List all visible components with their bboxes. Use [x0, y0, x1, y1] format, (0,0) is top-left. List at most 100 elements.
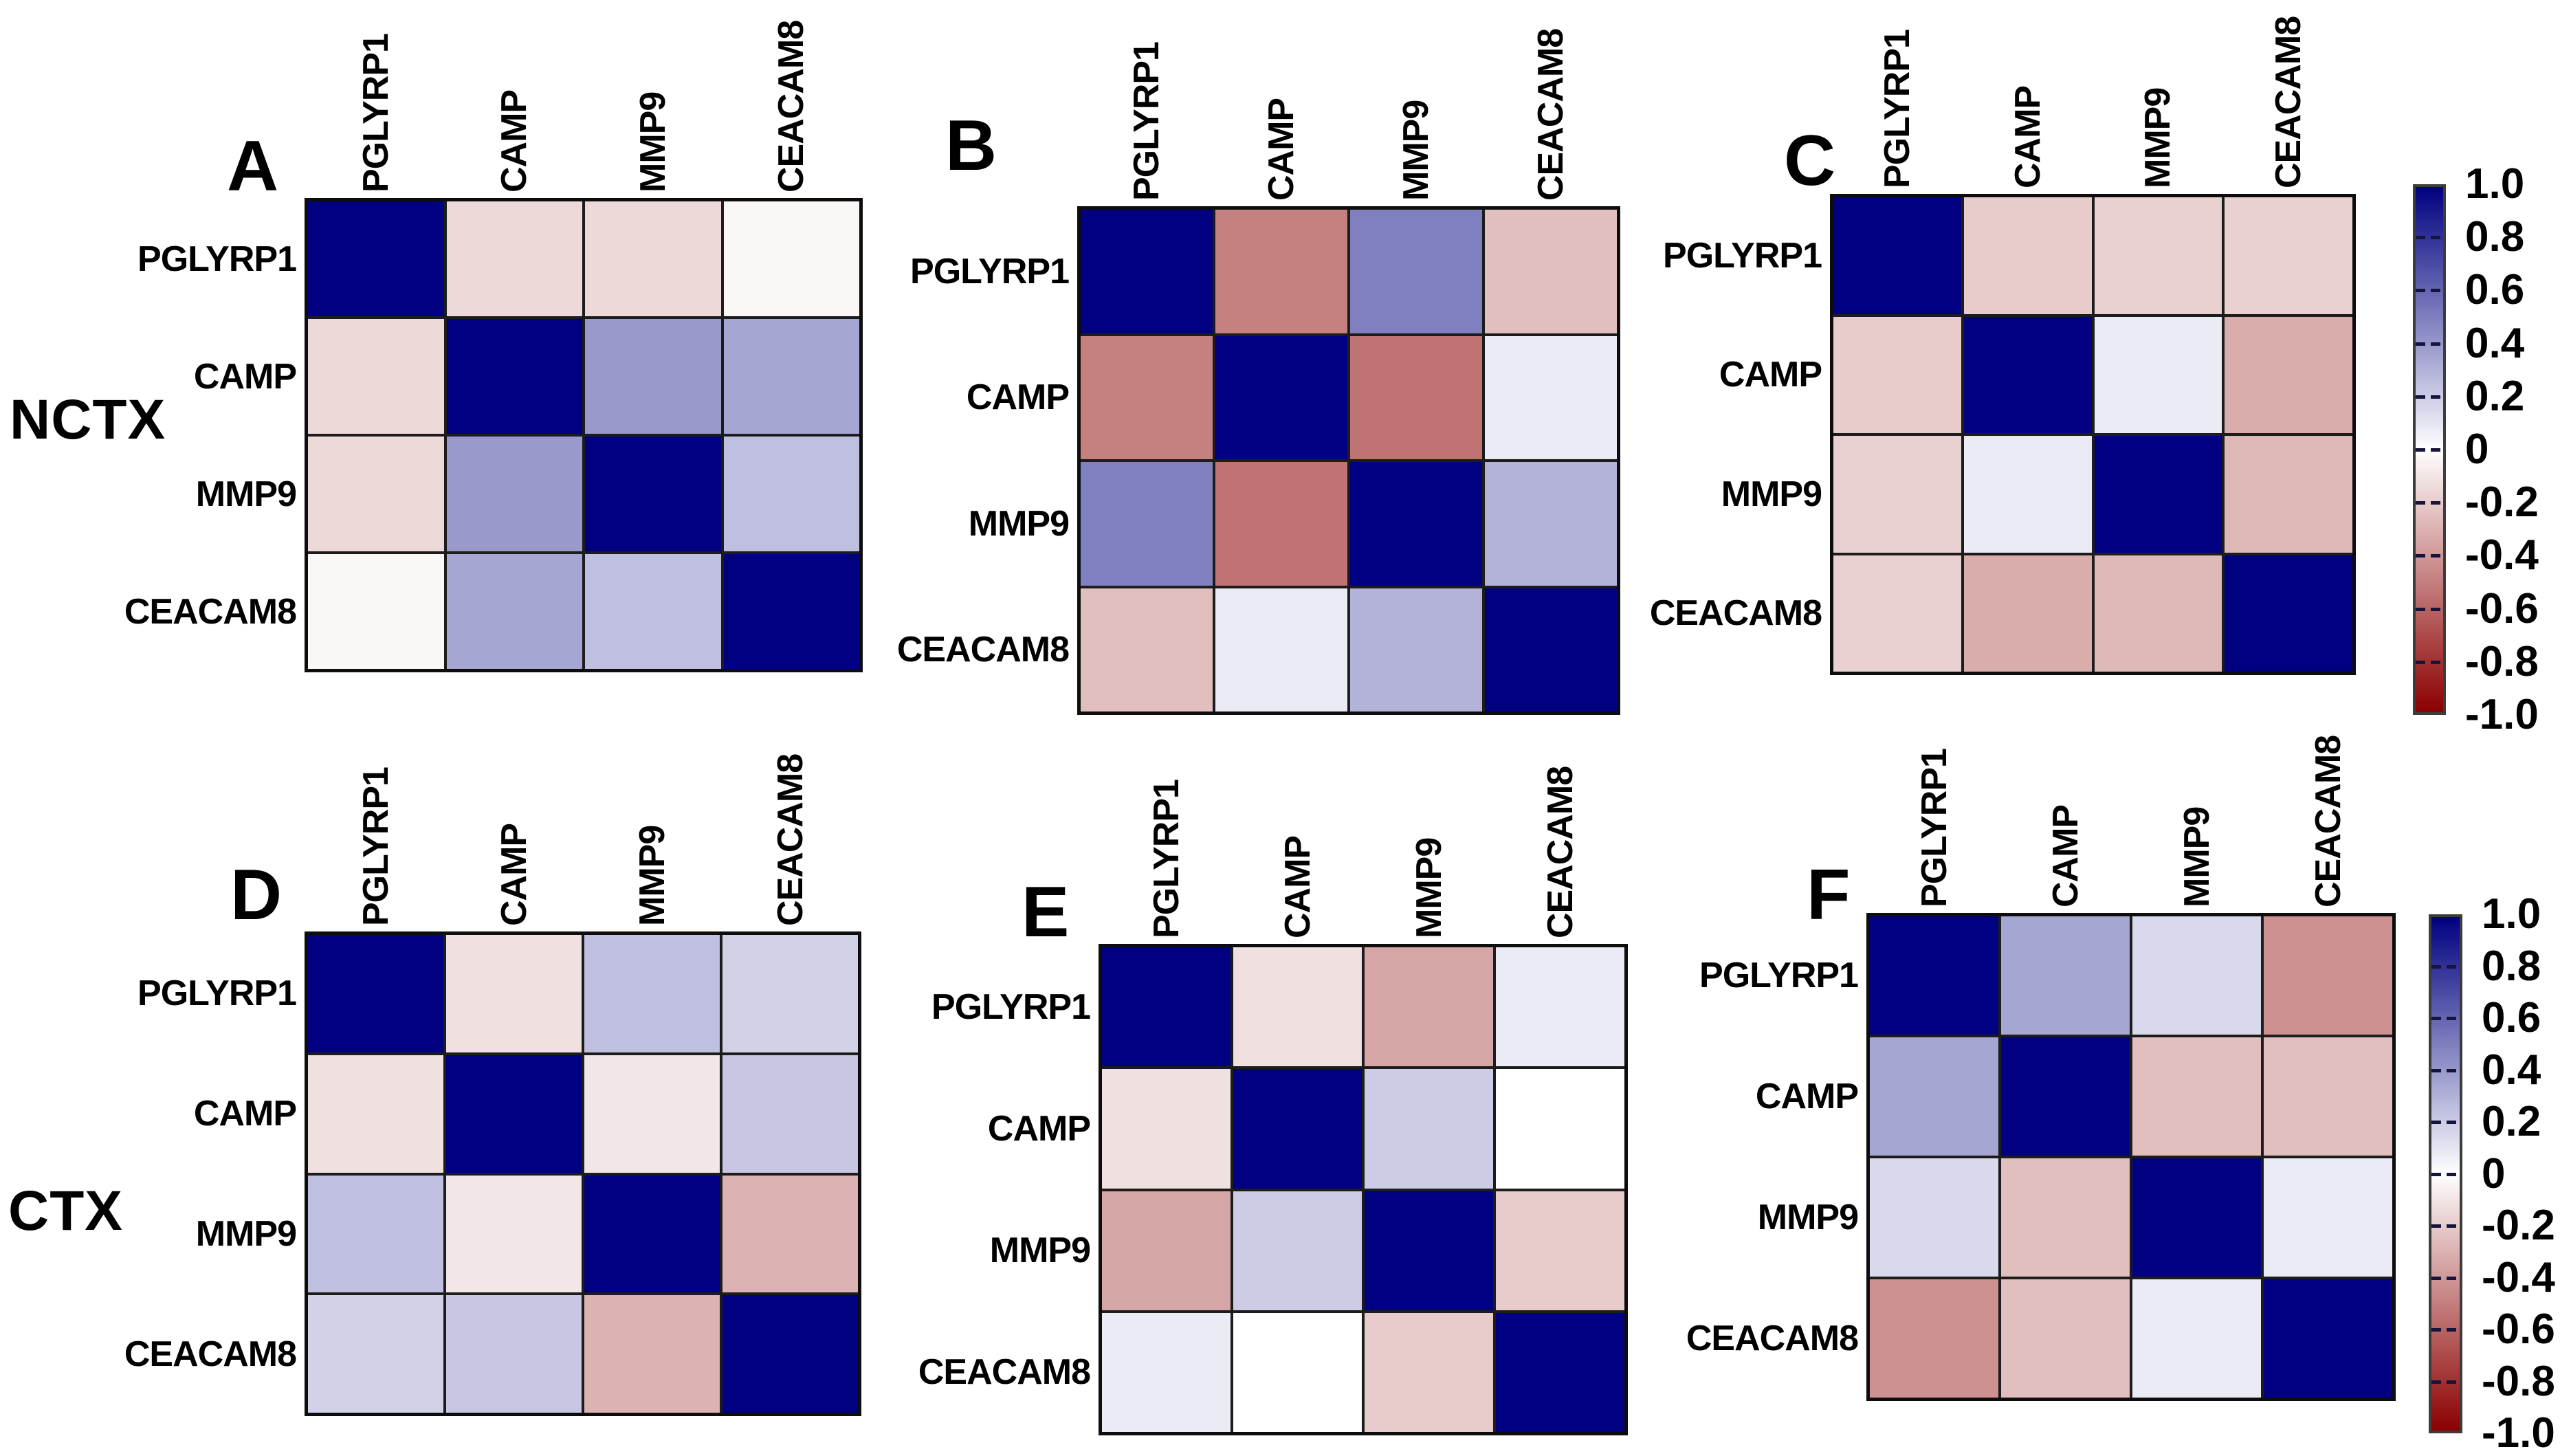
corr-cell-pglyrp1-pglyrp1: [1081, 210, 1213, 333]
col-label-ceacam8-d: CEACAM8: [770, 753, 810, 926]
colorbar-tick: [2431, 1068, 2441, 1072]
corr-cell-ceacam8-ceacam8: [1485, 588, 1617, 712]
corr-cell-ceacam8-ceacam8: [2225, 555, 2352, 672]
col-label-mmp9-e: MMP9: [1409, 837, 1449, 938]
col-label-ceacam8-b: CEACAM8: [1531, 28, 1571, 201]
colorbar-tick-label: 0.8: [2465, 213, 2525, 261]
corr-cell-pglyrp1-camp: [446, 201, 582, 316]
col-label-mmp9-f: MMP9: [2176, 806, 2217, 907]
col-label-ceacam8-e: CEACAM8: [1540, 766, 1580, 938]
row-label-camp-a: CAMP: [193, 356, 297, 397]
corr-cell-camp-ceacam8: [723, 319, 859, 434]
corr-cell-ceacam8-ceacam8: [2264, 1279, 2392, 1398]
colorbar-tick-label: 0.4: [2465, 319, 2525, 367]
corr-cell-ceacam8-camp: [1215, 588, 1347, 712]
corr-cell-pglyrp1-pglyrp1: [1870, 916, 1998, 1035]
corr-cell-ceacam8-camp: [1233, 1312, 1362, 1432]
group-label-ctx: CTX: [8, 1180, 123, 1242]
colorbar-tick-label: -0.8: [2482, 1357, 2555, 1405]
colorbar-tick-label: 0.2: [2465, 372, 2525, 420]
row-label-mmp9-f: MMP9: [1757, 1198, 1859, 1237]
row-label-ceacam8-f: CEACAM8: [1686, 1319, 1859, 1358]
colorbar-tick: [2431, 289, 2440, 293]
corr-cell-ceacam8-pglyrp1: [308, 1295, 443, 1413]
row-label-mmp9-b: MMP9: [968, 503, 1070, 544]
colorbar-tick: [2447, 1380, 2456, 1384]
corr-cell-pglyrp1-ceacam8: [723, 201, 859, 316]
panel-letter-a: A: [227, 126, 279, 206]
colorbar-tick: [2431, 964, 2441, 969]
corr-cell-camp-pglyrp1: [1081, 335, 1213, 459]
panel-letter-e: E: [1022, 872, 1070, 952]
corr-cell-pglyrp1-ceacam8: [1485, 210, 1617, 333]
colorbar-tick-label: -0.4: [2465, 531, 2539, 580]
colorbar-tick-label: -0.2: [2465, 478, 2539, 527]
colorbar-tick-label: 0.6: [2465, 266, 2525, 314]
colorbar-tick-label: -1.0: [2482, 1409, 2555, 1456]
corr-cell-mmp9-ceacam8: [2225, 436, 2352, 553]
corr-cell-mmp9-mmp9: [1350, 462, 1482, 586]
col-label-mmp9-c: MMP9: [2138, 87, 2178, 188]
corr-cell-mmp9-mmp9: [1365, 1191, 1493, 1310]
col-label-pglyrp1-f: PGLYRP1: [1914, 749, 1954, 907]
corr-cell-camp-pglyrp1: [1102, 1069, 1231, 1189]
colorbar-tick: [2431, 1017, 2441, 1020]
col-label-ceacam8-f: CEACAM8: [2308, 735, 2348, 907]
corr-cell-camp-ceacam8: [2264, 1037, 2392, 1156]
colorbar-tick: [2447, 1121, 2456, 1124]
corr-cell-camp-camp: [1233, 1069, 1362, 1189]
corr-cell-camp-pglyrp1: [308, 319, 444, 434]
corr-cell-mmp9-ceacam8: [2264, 1158, 2392, 1277]
colorbar-tick-label: 0.2: [2482, 1098, 2541, 1145]
corr-cell-ceacam8-pglyrp1: [308, 554, 444, 669]
corr-cell-mmp9-ceacam8: [723, 437, 859, 551]
corr-cell-camp-mmp9: [1350, 335, 1482, 459]
corr-cell-ceacam8-camp: [1963, 555, 2092, 672]
col-label-camp-f: CAMP: [2045, 804, 2086, 907]
colorbar-tick-label: -0.8: [2465, 637, 2539, 685]
colorbar-tick: [2431, 501, 2440, 505]
corr-cell-camp-pglyrp1: [1870, 1037, 1998, 1156]
colorbar-tick-label: -0.2: [2482, 1202, 2555, 1249]
corr-cell-camp-pglyrp1: [1833, 316, 1961, 433]
corr-cell-camp-ceacam8: [722, 1055, 858, 1173]
colorbar-tick: [2416, 501, 2425, 505]
col-label-pglyrp1-d: PGLYRP1: [355, 767, 396, 926]
colorbar-tick: [2416, 607, 2425, 611]
corr-cell-pglyrp1-camp: [1963, 197, 2092, 314]
corr-cell-pglyrp1-camp: [2001, 916, 2130, 1035]
corr-cell-mmp9-camp: [446, 1175, 582, 1293]
colorbar-tick-label: 0: [2482, 1149, 2506, 1198]
corr-cell-pglyrp1-pglyrp1: [1833, 197, 1961, 314]
col-label-camp-a: CAMP: [494, 89, 535, 192]
corr-cell-camp-mmp9: [585, 319, 721, 434]
row-label-camp-f: CAMP: [1755, 1077, 1859, 1116]
colorbar-tick: [2431, 1380, 2441, 1384]
row-label-pglyrp1-d: PGLYRP1: [137, 973, 297, 1014]
colorbar-tick-label: -1.0: [2465, 691, 2539, 738]
row-label-pglyrp1-a: PGLYRP1: [137, 239, 297, 279]
corr-cell-mmp9-pglyrp1: [1870, 1158, 1998, 1277]
col-label-mmp9-b: MMP9: [1396, 100, 1436, 201]
corr-cell-camp-camp: [446, 319, 582, 434]
panel-letter-b: B: [945, 106, 997, 186]
colorbar-tick: [2447, 1328, 2456, 1332]
corr-cell-pglyrp1-camp: [1233, 947, 1362, 1067]
col-label-camp-c: CAMP: [2007, 85, 2048, 188]
corr-cell-camp-mmp9: [2132, 1037, 2261, 1156]
col-label-pglyrp1-e: PGLYRP1: [1146, 780, 1187, 938]
colorbar-tick: [2431, 1276, 2441, 1280]
colorbar-tick-label: -0.6: [2482, 1305, 2555, 1353]
corr-cell-ceacam8-pglyrp1: [1870, 1279, 1998, 1398]
row-label-mmp9-e: MMP9: [989, 1231, 1091, 1271]
colorbar-tick-label: 1.0: [2482, 890, 2541, 938]
corr-cell-mmp9-camp: [1963, 436, 2092, 553]
row-label-pglyrp1-c: PGLYRP1: [1663, 235, 1822, 276]
corr-cell-camp-mmp9: [584, 1055, 720, 1173]
corr-cell-pglyrp1-mmp9: [1350, 210, 1482, 333]
corr-cell-pglyrp1-camp: [446, 935, 582, 1052]
corr-cell-camp-camp: [446, 1055, 582, 1173]
corr-cell-ceacam8-mmp9: [1365, 1312, 1493, 1432]
colorbar-tick-label: 0: [2465, 426, 2489, 473]
